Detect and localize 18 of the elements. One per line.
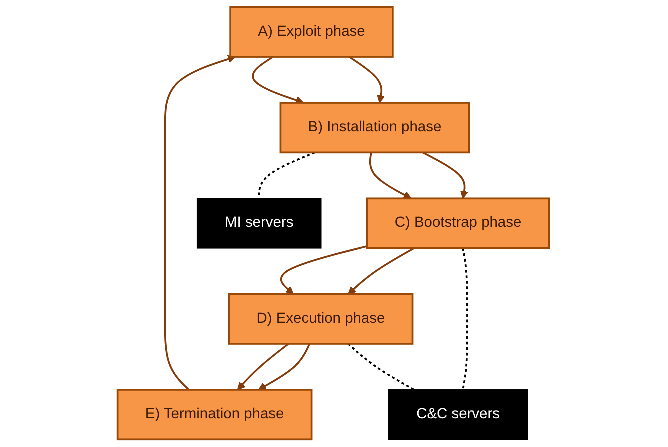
connector — [462, 248, 469, 390]
arrow — [349, 56, 386, 104]
node-box: D) Execution phase — [228, 293, 414, 345]
connector — [348, 343, 416, 391]
node-box: C&C servers — [388, 390, 528, 440]
node-box: C) Bootstrap phase — [366, 198, 551, 250]
arrow — [164, 55, 236, 391]
arrow — [258, 344, 312, 390]
node-box: A) Exploit phase — [230, 6, 394, 58]
arrow — [370, 152, 412, 200]
arrow — [238, 343, 290, 390]
arrow — [280, 246, 368, 295]
node-box: MI servers — [197, 198, 322, 249]
node-box: E) Termination phase — [117, 389, 314, 441]
arrow — [423, 152, 469, 200]
arrow — [252, 56, 304, 104]
arrow — [348, 248, 416, 295]
node-box: B) Installation phase — [280, 102, 471, 154]
